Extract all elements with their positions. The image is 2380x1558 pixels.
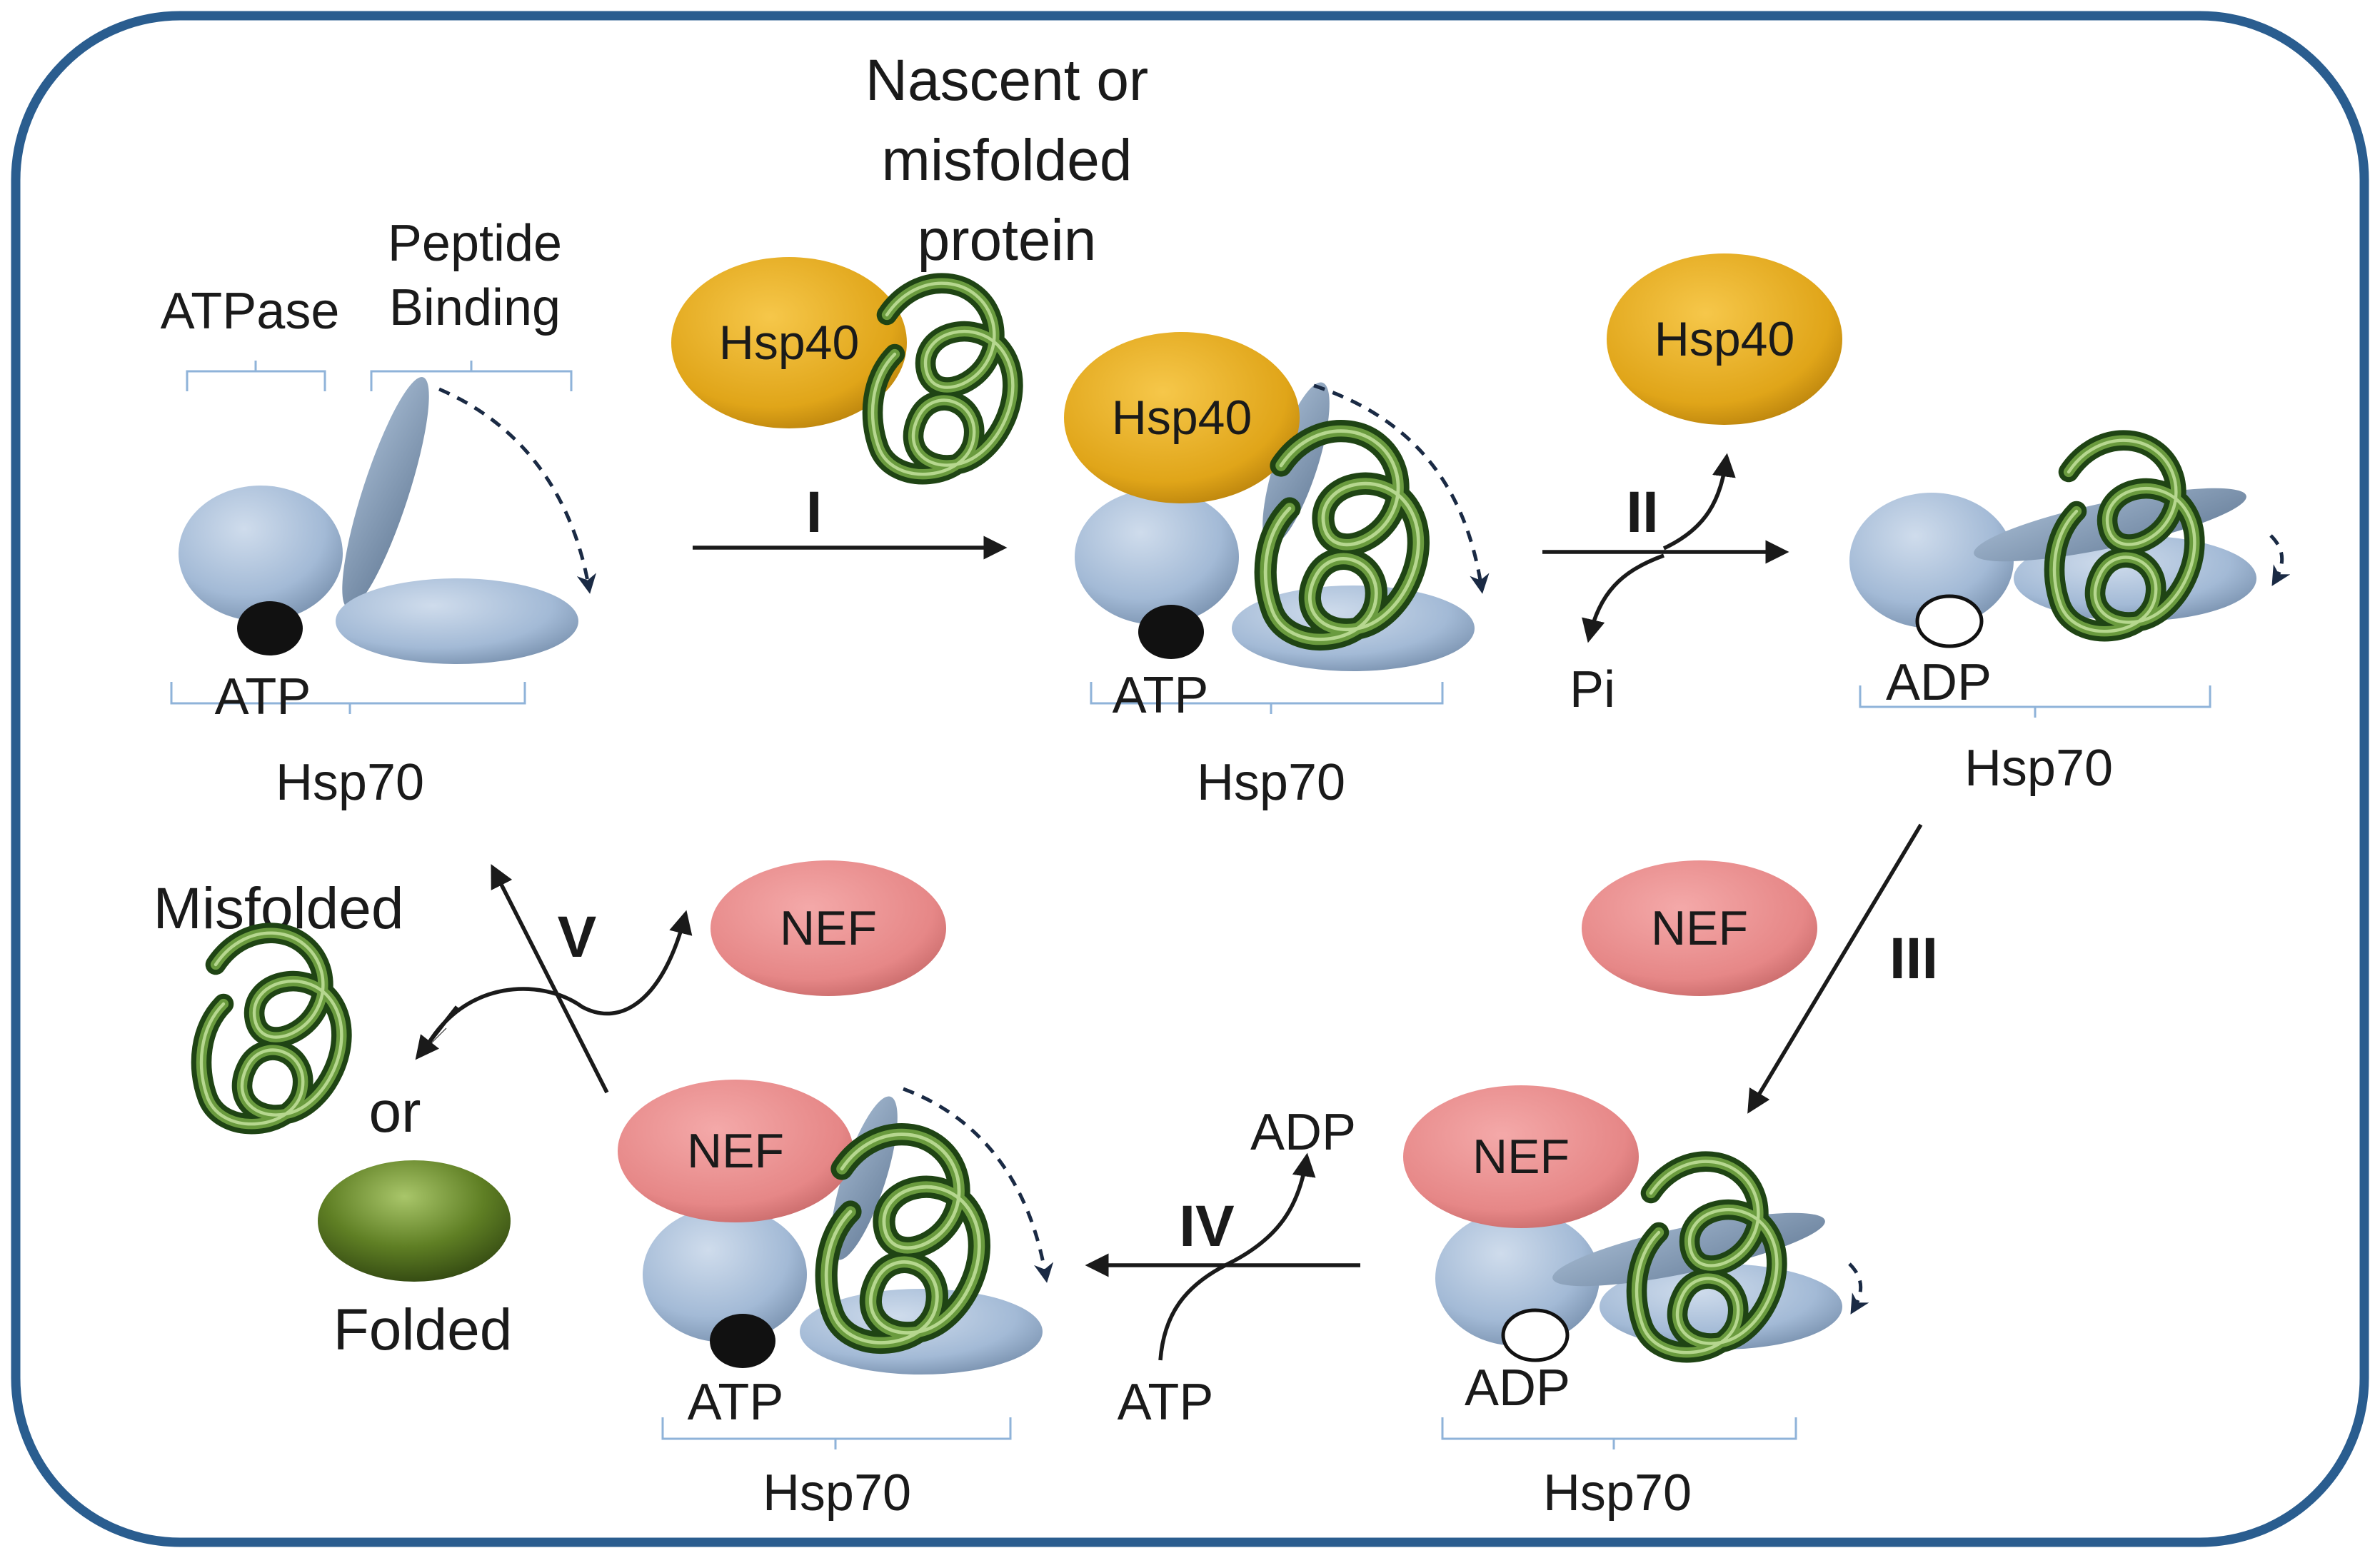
- nascent-label-3: protein: [918, 208, 1097, 273]
- atp-label-5: ATP: [688, 1374, 784, 1431]
- hsp70-atp-substrate-state: Hsp40 ATP Hsp70: [1064, 332, 1490, 811]
- hsp70-brace-1: [170, 682, 526, 714]
- hsp70-label-4: Hsp70: [1543, 1464, 1692, 1522]
- atpase-label: ATPase: [161, 283, 340, 340]
- hsp70-brace-5: [661, 1417, 1012, 1449]
- hsp70-brace-4: [1441, 1417, 1797, 1449]
- hsp40-blob-2: [1064, 332, 1300, 503]
- adp-label-release: ADP: [1250, 1104, 1356, 1161]
- step-V-label: V: [558, 905, 597, 970]
- atp-dot-5: [710, 1314, 775, 1368]
- arrow-release-curve: [423, 910, 693, 1051]
- lid-domain: [342, 377, 429, 608]
- arrow-atp-binding: [1158, 1152, 1316, 1361]
- or-label: or: [369, 1080, 421, 1145]
- arrow-step-V: [491, 864, 609, 1094]
- hsp70-adp-closed-state: ADP Hsp70: [1849, 441, 2291, 797]
- sbd-domain: [336, 578, 578, 664]
- peptide-label: Peptide: [388, 215, 562, 272]
- atp-dot-2: [1138, 605, 1204, 659]
- hsp70-free-state: ATPase Peptide Binding ATP Hsp70: [161, 215, 597, 811]
- folded-protein: [318, 1160, 511, 1282]
- folded-label: Folded: [333, 1297, 513, 1362]
- lid-arrow-4: [1848, 1262, 1869, 1315]
- step-II-label: II: [1626, 480, 1659, 545]
- hsp70-label-3: Hsp70: [1964, 740, 2113, 797]
- hsp40-text-3: Hsp40: [1655, 312, 1795, 366]
- atpase-brace: [186, 361, 326, 391]
- nef-text-free: NEF: [1651, 901, 1748, 955]
- pi-label: Pi: [1570, 661, 1615, 718]
- atp-label-2: ATP: [1113, 667, 1209, 724]
- hsp70-brace-2: [1090, 682, 1444, 714]
- lid-closing-arrow-2: [1313, 383, 1490, 594]
- products-group: Misfolded or Folded: [154, 876, 513, 1362]
- nbd-domain: [179, 486, 343, 621]
- lid-arrow-3: [2269, 534, 2291, 586]
- hsp70-nef-atp-state: NEF ATP Hsp70: [618, 1080, 1054, 1522]
- hsp40-blob-1: [671, 257, 907, 428]
- hsp70-label-5: Hsp70: [763, 1464, 911, 1522]
- hsp70-nef-adp-state: NEF ADP Hsp70: [1403, 1085, 1869, 1522]
- hsp70-label-1: Hsp70: [276, 754, 424, 811]
- substrate-hsp40-complex: Nascent or misfolded protein Hsp40: [671, 48, 1148, 474]
- arrow-to-product: [415, 1005, 459, 1060]
- atp-dot: [237, 601, 303, 655]
- nascent-label-1: Nascent or: [865, 48, 1149, 113]
- nascent-label-2: misfolded: [882, 128, 1133, 193]
- nef-text-5: NEF: [687, 1124, 784, 1178]
- arrow-pi-release: [1582, 553, 1665, 643]
- step-I-label: I: [806, 480, 823, 545]
- nef-blob-released: [711, 860, 946, 996]
- hsp40-text-2: Hsp40: [1112, 391, 1252, 445]
- lid-arrow-5: [903, 1087, 1054, 1283]
- atp-label-binding: ATP: [1118, 1374, 1214, 1431]
- nef-text-4: NEF: [1472, 1130, 1570, 1184]
- nbd-domain-3: [1849, 493, 2014, 628]
- adp-dot-3: [1915, 594, 1984, 648]
- arrow-hsp40-release: [1662, 453, 1736, 551]
- hsp70-brace-3: [1859, 685, 2211, 718]
- step-IV-label: IV: [1179, 1194, 1235, 1259]
- arrow-step-III: [1747, 823, 1923, 1114]
- adp-label-4: ADP: [1465, 1360, 1570, 1417]
- nef-blob-4: [1403, 1085, 1639, 1228]
- nbd-domain-4: [1435, 1210, 1600, 1346]
- nef-text-released: NEF: [780, 901, 877, 955]
- nef-blob-free: [1582, 860, 1817, 996]
- step-III-label: III: [1889, 926, 1938, 991]
- binding-label: Binding: [389, 279, 561, 336]
- adp-label-3: ADP: [1886, 654, 1992, 711]
- nbd-domain-2: [1075, 489, 1239, 625]
- hsp70-label-2: Hsp70: [1197, 754, 1345, 811]
- adp-dot-4: [1501, 1308, 1570, 1362]
- nef-blob-5: [618, 1080, 853, 1222]
- atp-label-1: ATP: [215, 668, 311, 725]
- hsp40-text-1: Hsp40: [719, 316, 860, 370]
- lid-closing-arrow: [438, 387, 597, 594]
- hsp40-blob-3: [1607, 253, 1842, 425]
- nbd-domain-5: [643, 1207, 807, 1342]
- peptide-binding-brace: [370, 361, 573, 391]
